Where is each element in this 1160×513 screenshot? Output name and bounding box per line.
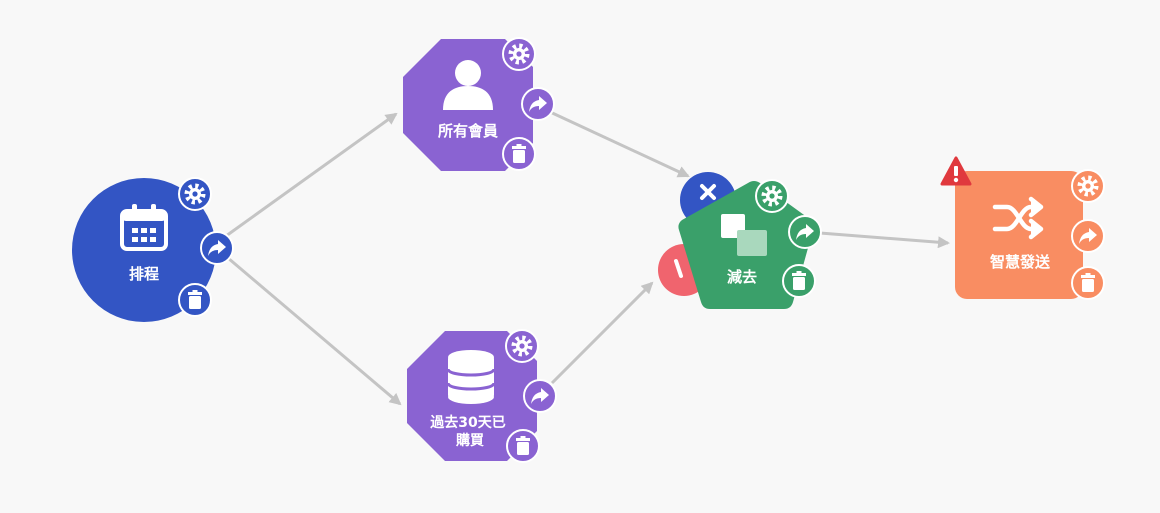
trash-icon xyxy=(792,271,806,290)
warning-icon[interactable] xyxy=(940,156,972,186)
trash-icon xyxy=(516,436,530,455)
node-all-members-gear-button[interactable] xyxy=(502,37,536,71)
gear-icon xyxy=(1077,175,1099,197)
gear-icon xyxy=(511,335,533,357)
gear-icon xyxy=(508,43,530,65)
edge-purchased-to-subtract[interactable] xyxy=(550,281,654,385)
node-all-members-label: 所有會員 xyxy=(438,122,498,140)
node-purchased-label-line2: 購買 xyxy=(455,432,485,449)
node-purchased-trash-button[interactable] xyxy=(506,429,540,463)
edges xyxy=(225,109,950,406)
trash-icon xyxy=(1081,273,1095,292)
node-smart-send-shape xyxy=(955,171,1083,299)
edge-all-members-to-subtract[interactable] xyxy=(547,109,690,178)
node-smart-send[interactable]: 智慧發送 xyxy=(940,156,1105,300)
edge-schedule-to-all-members[interactable] xyxy=(225,112,398,238)
share-icon xyxy=(1079,228,1097,244)
node-all-members-share-button[interactable] xyxy=(521,87,555,121)
share-icon xyxy=(531,388,549,404)
node-subtract-trash-button[interactable] xyxy=(782,264,816,298)
close-icon xyxy=(700,184,716,200)
node-purchased-gear-button[interactable] xyxy=(505,329,539,363)
trash-icon xyxy=(188,290,202,309)
subtract-icon xyxy=(721,214,767,256)
share-icon xyxy=(529,96,547,112)
trash-icon xyxy=(512,144,526,163)
node-subtract-gear-button[interactable] xyxy=(755,179,789,213)
node-schedule-label: 排程 xyxy=(129,265,159,283)
node-smart-send-gear-button[interactable] xyxy=(1071,169,1105,203)
node-purchased[interactable]: 過去30天已 購買 xyxy=(407,329,557,463)
database-icon xyxy=(446,350,496,404)
shuffle-icon xyxy=(992,196,1044,240)
node-smart-send-label: 智慧發送 xyxy=(990,253,1051,271)
user-icon xyxy=(443,60,493,110)
node-all-members[interactable]: 所有會員 xyxy=(403,37,555,171)
node-smart-send-trash-button[interactable] xyxy=(1071,266,1105,300)
node-subtract-label: 減去 xyxy=(727,268,757,286)
node-all-members-trash-button[interactable] xyxy=(502,137,536,171)
node-schedule-trash-button[interactable] xyxy=(178,283,212,317)
node-purchased-share-button[interactable] xyxy=(523,379,557,413)
node-purchased-label-line1: 過去30天已 xyxy=(429,414,505,431)
share-icon xyxy=(796,224,814,240)
calendar-icon xyxy=(120,204,168,251)
edge-schedule-to-purchased[interactable] xyxy=(227,256,402,406)
node-smart-send-share-button[interactable] xyxy=(1071,219,1105,253)
slash-icon xyxy=(674,259,683,278)
gear-icon xyxy=(761,185,783,207)
node-schedule[interactable]: 排程 xyxy=(72,177,234,322)
share-icon xyxy=(208,240,226,256)
node-subtract[interactable]: 減去 xyxy=(658,172,822,309)
node-subtract-share-button[interactable] xyxy=(788,215,822,249)
edge-subtract-to-smart-send[interactable] xyxy=(819,231,950,249)
node-schedule-share-button[interactable] xyxy=(200,231,234,265)
node-schedule-gear-button[interactable] xyxy=(178,177,212,211)
gear-icon xyxy=(184,183,206,205)
